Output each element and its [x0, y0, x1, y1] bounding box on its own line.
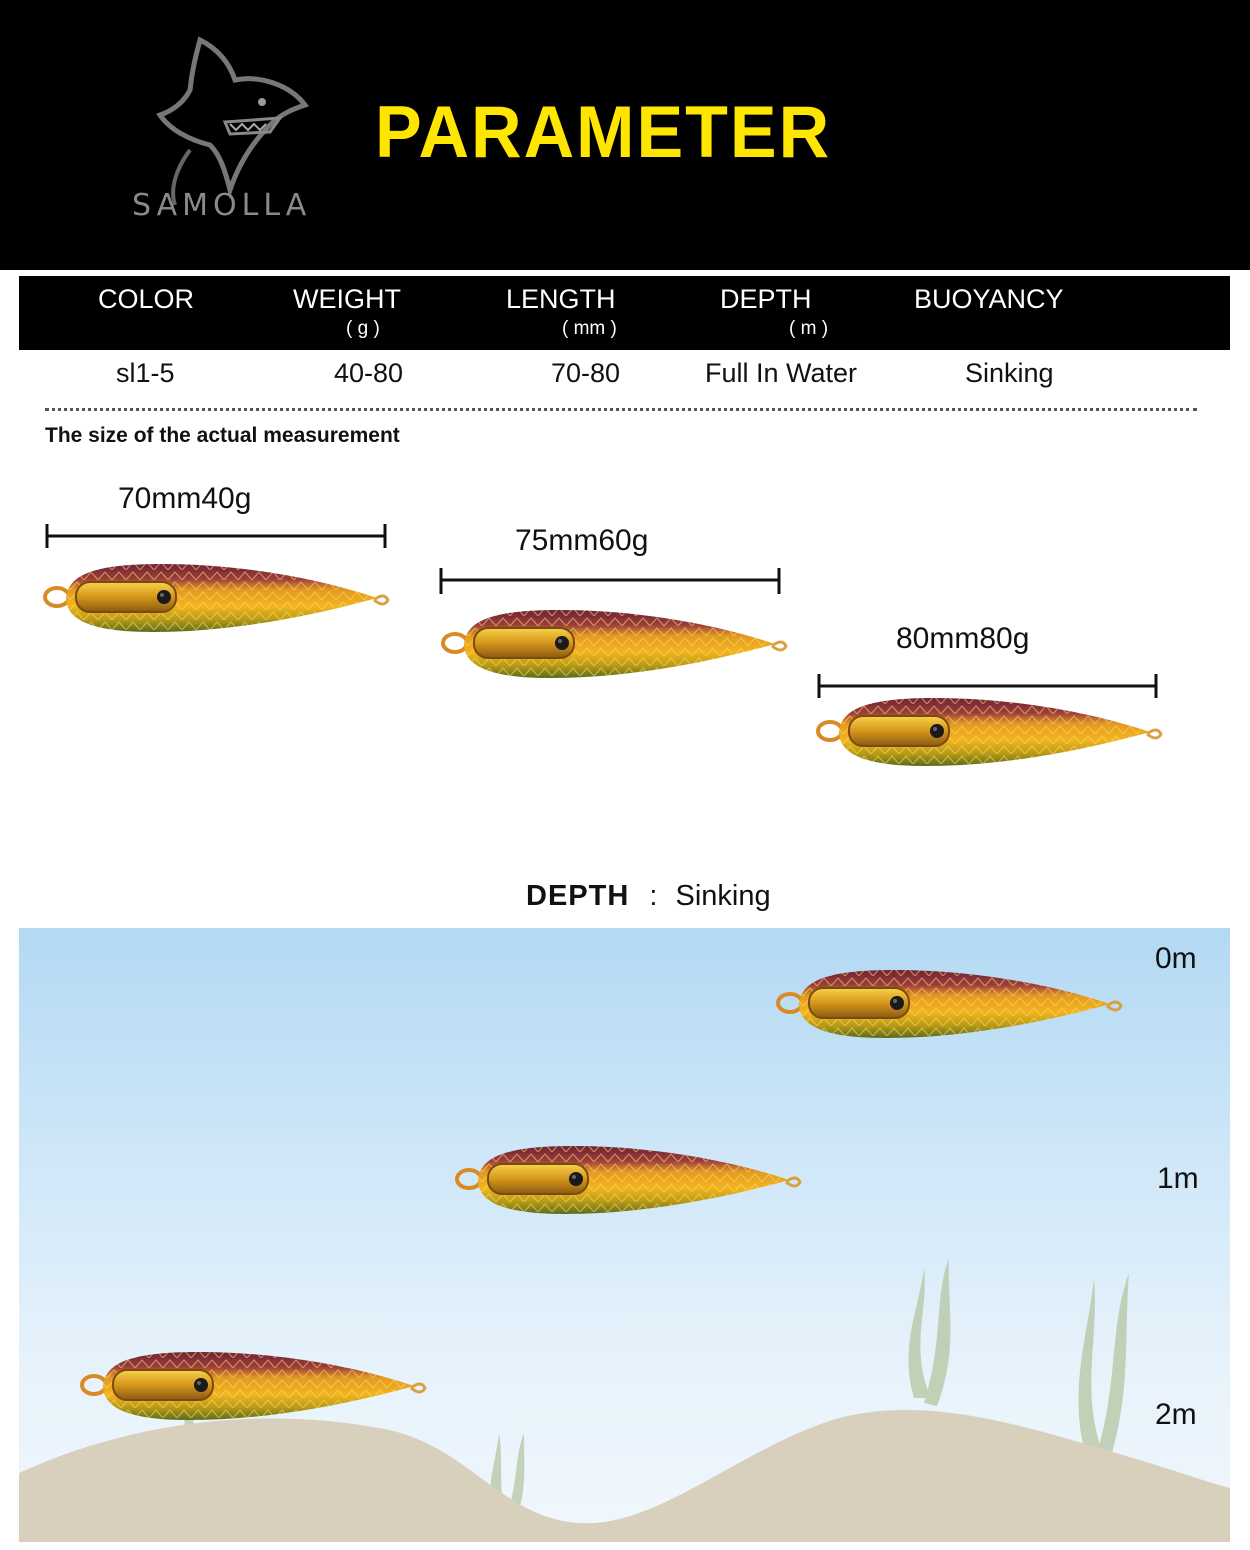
depth-label: DEPTH — [526, 880, 630, 912]
page-title: PARAMETER — [375, 91, 832, 173]
spec-table-header: COLOR WEIGHT ( g ) LENGTH ( mm ) DEPTH (… — [19, 276, 1230, 350]
size-label-70mm: 70mm40g — [118, 482, 252, 515]
lure-at-0m — [776, 968, 1123, 1040]
size-label-75mm: 75mm60g — [515, 524, 649, 557]
depth-value: Sinking — [675, 880, 771, 912]
measure-ruler — [817, 674, 1158, 698]
header-buoyancy: BUOYANCY — [914, 284, 1064, 314]
header-weight-unit: ( g ) — [346, 318, 380, 339]
cell-buoyancy: Sinking — [965, 358, 1054, 388]
lure-at-1m — [455, 1144, 802, 1216]
header-length: LENGTH — [506, 284, 616, 314]
lure-image — [816, 696, 1163, 768]
brand-name: SAMOLLA — [132, 188, 312, 223]
dotted-divider — [45, 408, 1197, 411]
lure-image — [441, 608, 788, 680]
measurement-title: The size of the actual measurement — [45, 424, 400, 447]
header-color: COLOR — [98, 284, 195, 314]
depth-mark-2m: 2m — [1155, 1398, 1197, 1431]
header-length-unit: ( mm ) — [562, 318, 617, 339]
seabed-illustration — [19, 1258, 1230, 1542]
measure-ruler — [45, 524, 387, 548]
header-banner: SAMOLLA PARAMETER — [0, 0, 1250, 270]
depth-mark-1m: 1m — [1157, 1162, 1199, 1195]
size-label-80mm: 80mm80g — [896, 622, 1030, 655]
cell-color: sl1-5 — [116, 358, 175, 388]
cell-depth: Full In Water — [705, 358, 858, 388]
header-depth-unit: ( m ) — [789, 318, 829, 339]
depth-mark-0m: 0m — [1155, 942, 1197, 975]
cell-length: 70-80 — [551, 358, 621, 388]
cell-weight: 40-80 — [334, 358, 404, 388]
header-weight: WEIGHT — [293, 284, 401, 314]
depth-separator: : — [649, 880, 658, 912]
underwater-scene: 0m 1m 2m — [19, 928, 1230, 1542]
header-depth: DEPTH — [720, 284, 812, 314]
lure-image — [43, 562, 390, 634]
lure-at-2m — [80, 1350, 427, 1422]
shark-logo-icon — [156, 36, 310, 206]
measure-ruler — [439, 568, 781, 594]
depth-heading: DEPTH : Sinking — [526, 880, 771, 913]
